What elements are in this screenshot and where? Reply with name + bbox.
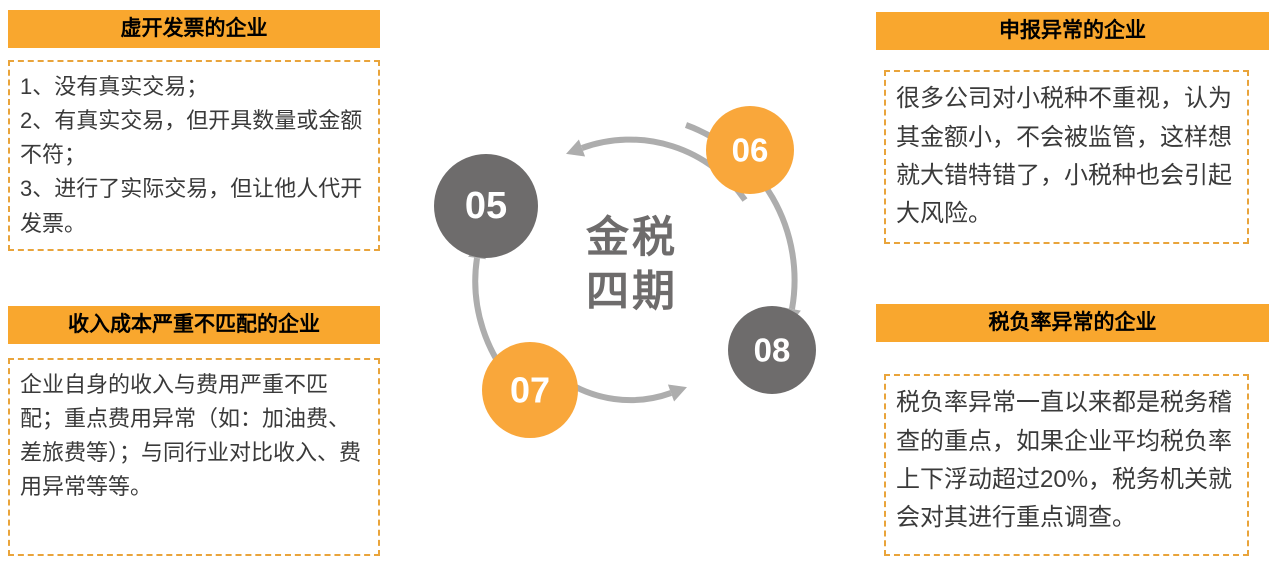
arrow-head-bottom-icon <box>667 384 687 402</box>
panel-title-income-cost-mismatch: 收入成本严重不匹配的企业 <box>8 306 380 345</box>
node-07-circle <box>482 342 578 438</box>
center-title-line1: 金税 <box>586 213 678 262</box>
panel-body-abnormal-tax-burden: 税负率异常一直以来都是税务稽查的重点，如果企业平均税负率上下浮动超过20%，税务… <box>884 374 1249 557</box>
panel-income-cost-mismatch: 收入成本严重不匹配的企业 企业自身的收入与费用严重不匹配；重点费用异常（如：加油… <box>8 306 380 557</box>
node-06-label: 06 <box>732 132 769 169</box>
panel-body-abnormal-declaration: 很多公司对小税种不重视，认为其金额小，不会被监管，这样想就大错特错了，小税种也会… <box>884 70 1249 244</box>
arrow-head-top-icon <box>566 139 586 157</box>
panel-abnormal-tax-burden: 税负率异常的企业 税负率异常一直以来都是税务稽查的重点，如果企业平均税负率上下浮… <box>876 304 1269 557</box>
center-title-line2: 四期 <box>586 268 678 316</box>
panel-title-abnormal-tax-burden: 税负率异常的企业 <box>876 304 1269 343</box>
panel-body-income-cost-mismatch: 企业自身的收入与费用严重不匹配；重点费用异常（如：加油费、差旅费等）；与同行业对… <box>8 358 380 557</box>
cycle-node-08: 08 <box>728 306 816 394</box>
panel-title-abnormal-declaration: 申报异常的企业 <box>876 12 1269 51</box>
panel-fake-invoicing: 虚开发票的企业 1、没有真实交易； 2、有真实交易，但开具数量或金额不符； 3、… <box>8 10 380 251</box>
node-05-label: 05 <box>465 185 507 227</box>
panel-abnormal-declaration: 申报异常的企业 很多公司对小税种不重视，认为其金额小，不会被监管，这样想就大错特… <box>876 12 1269 244</box>
cycle-node-06: 06 <box>706 106 794 194</box>
cycle-node-05: 05 <box>434 154 538 258</box>
panel-title-fake-invoicing: 虚开发票的企业 <box>8 10 380 49</box>
node-06-circle <box>706 106 794 194</box>
panel-body-fake-invoicing: 1、没有真实交易； 2、有真实交易，但开具数量或金额不符； 3、进行了实际交易，… <box>8 60 380 251</box>
cycle-node-07: 07 <box>482 342 578 438</box>
node-08-circle <box>728 306 816 394</box>
node-05-circle <box>434 154 538 258</box>
node-08-label: 08 <box>754 332 791 369</box>
cycle-diagram: 05 06 07 08 金税 四期 <box>434 106 816 438</box>
node-07-label: 07 <box>510 370 550 411</box>
